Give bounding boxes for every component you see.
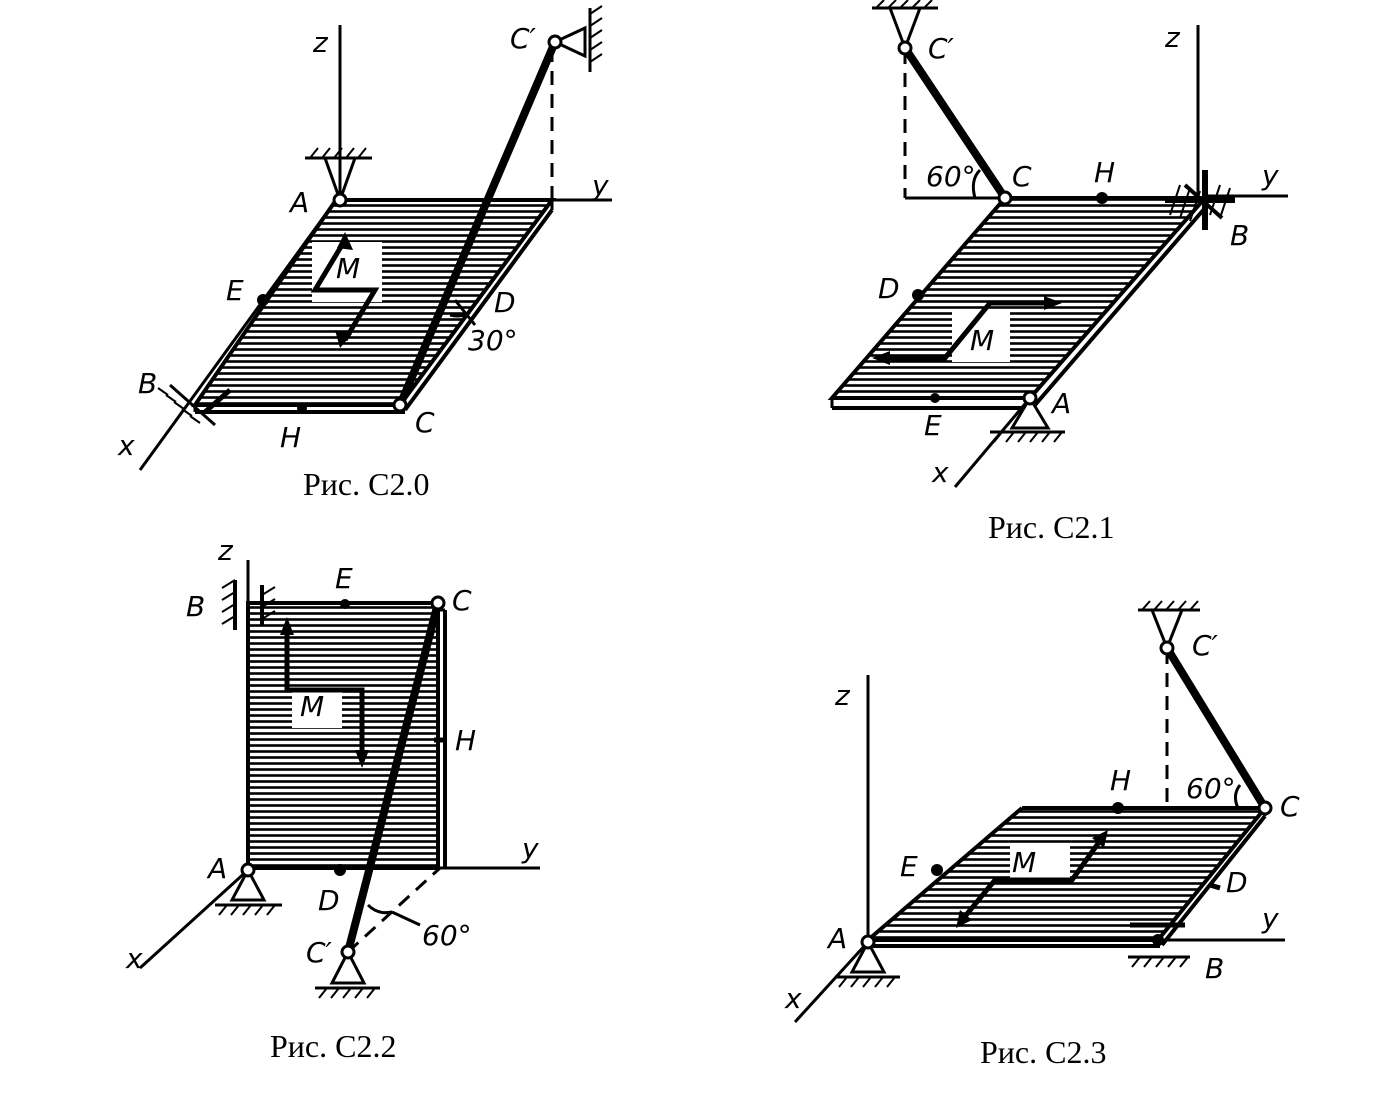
support-b <box>221 579 276 630</box>
label-c-prime: C′ <box>928 32 955 65</box>
label-d: D <box>494 286 516 319</box>
label-c-prime: C′ <box>510 22 537 55</box>
label-d: D <box>878 272 900 305</box>
label-x: x <box>784 982 802 1015</box>
support-b <box>1165 170 1235 230</box>
plate <box>832 198 1205 398</box>
label-b: B <box>1230 219 1249 252</box>
rod-cc <box>1163 644 1269 812</box>
pin-c <box>1257 800 1273 816</box>
label-x: x <box>125 942 143 975</box>
label-c-prime: C′ <box>1192 629 1219 662</box>
label-b: B <box>138 367 157 400</box>
label-b: B <box>186 590 205 623</box>
label-h: H <box>1110 764 1131 797</box>
figure-c2-0: z y x A B C C′ D E H M 30° Рис. С2.0 <box>117 5 612 502</box>
label-y: y <box>521 832 539 865</box>
moment-m <box>956 830 1108 928</box>
label-e: E <box>226 274 244 307</box>
label-c: C <box>1280 790 1300 823</box>
label-h: H <box>1094 156 1115 189</box>
caption: Рис. С2.0 <box>303 466 429 502</box>
label-d: D <box>318 884 340 917</box>
figure-c2-3: z y x A B C C′ D E H M 60° Рис. С2.3 <box>784 600 1300 1070</box>
point-h <box>1096 192 1108 204</box>
label-c: C <box>415 406 435 439</box>
support-b <box>1128 922 1190 968</box>
point-e <box>931 864 943 876</box>
label-m: M <box>336 252 360 285</box>
support-a <box>990 390 1065 443</box>
point-d <box>334 864 346 876</box>
caption: Рис. С2.2 <box>270 1028 396 1064</box>
x-axis <box>953 397 1032 488</box>
label-z: z <box>1164 21 1181 54</box>
label-h: H <box>280 421 301 454</box>
point-e <box>340 599 350 609</box>
moment-m <box>872 296 1062 365</box>
label-a: A <box>826 922 847 955</box>
label-y: y <box>591 169 609 202</box>
x-axis <box>138 199 338 471</box>
plate <box>248 603 438 868</box>
label-e: E <box>335 562 353 595</box>
pin-c <box>430 595 446 611</box>
label-e: E <box>900 850 918 883</box>
figure-c2-2: z y x A B C C′ D E H M 60° Рис. С2.2 <box>125 534 540 1064</box>
figure-c2-1: z y x A B C C′ D E H M 60° Рис. С2.1 <box>827 0 1288 545</box>
point-h <box>297 403 307 413</box>
plate-thickness-edge <box>403 208 554 412</box>
label-z: z <box>834 679 851 712</box>
pin-c <box>392 397 408 413</box>
label-m: M <box>970 324 994 357</box>
label-x: x <box>931 456 949 489</box>
label-y: y <box>1261 159 1279 192</box>
label-angle: 30° <box>468 324 518 357</box>
rod-cc <box>344 599 442 956</box>
point-e <box>930 393 940 403</box>
label-z: z <box>217 534 234 567</box>
rod-cc <box>396 38 559 409</box>
moment-m <box>280 617 369 768</box>
x-axis <box>138 868 250 970</box>
support-b <box>157 383 232 427</box>
support-a <box>305 147 372 208</box>
rod-cc <box>901 44 1009 202</box>
label-z: z <box>312 26 329 59</box>
support-c-prime <box>1138 600 1200 656</box>
point-d <box>912 289 924 301</box>
support-c-prime <box>547 5 603 72</box>
label-c: C <box>1012 160 1032 193</box>
label-h: H <box>455 724 476 757</box>
label-x: x <box>117 429 135 462</box>
label-a: A <box>1050 387 1071 420</box>
label-c-prime: C′ <box>306 936 333 969</box>
label-angle: 60° <box>422 919 472 952</box>
label-y: y <box>1261 902 1279 935</box>
moment-m <box>310 232 382 348</box>
label-c: C <box>452 584 472 617</box>
support-c-prime <box>872 0 938 56</box>
label-d: D <box>1226 866 1248 899</box>
support-a <box>835 934 900 988</box>
label-a: A <box>288 186 309 219</box>
label-m: M <box>300 690 324 723</box>
label-a: A <box>206 852 227 885</box>
caption: Рис. С2.3 <box>980 1034 1106 1070</box>
point-h <box>1112 802 1124 814</box>
support-a <box>215 862 282 916</box>
x-axis <box>793 940 870 1024</box>
label-m: M <box>1012 846 1036 879</box>
label-b: B <box>1205 952 1224 985</box>
pin-c <box>997 190 1013 206</box>
point-d <box>1209 882 1221 891</box>
label-angle: 60° <box>926 160 976 193</box>
point-e <box>257 294 269 306</box>
caption: Рис. С2.1 <box>988 509 1114 545</box>
label-angle: 60° <box>1186 772 1236 805</box>
label-e: E <box>924 409 942 442</box>
support-c-prime <box>315 944 380 999</box>
